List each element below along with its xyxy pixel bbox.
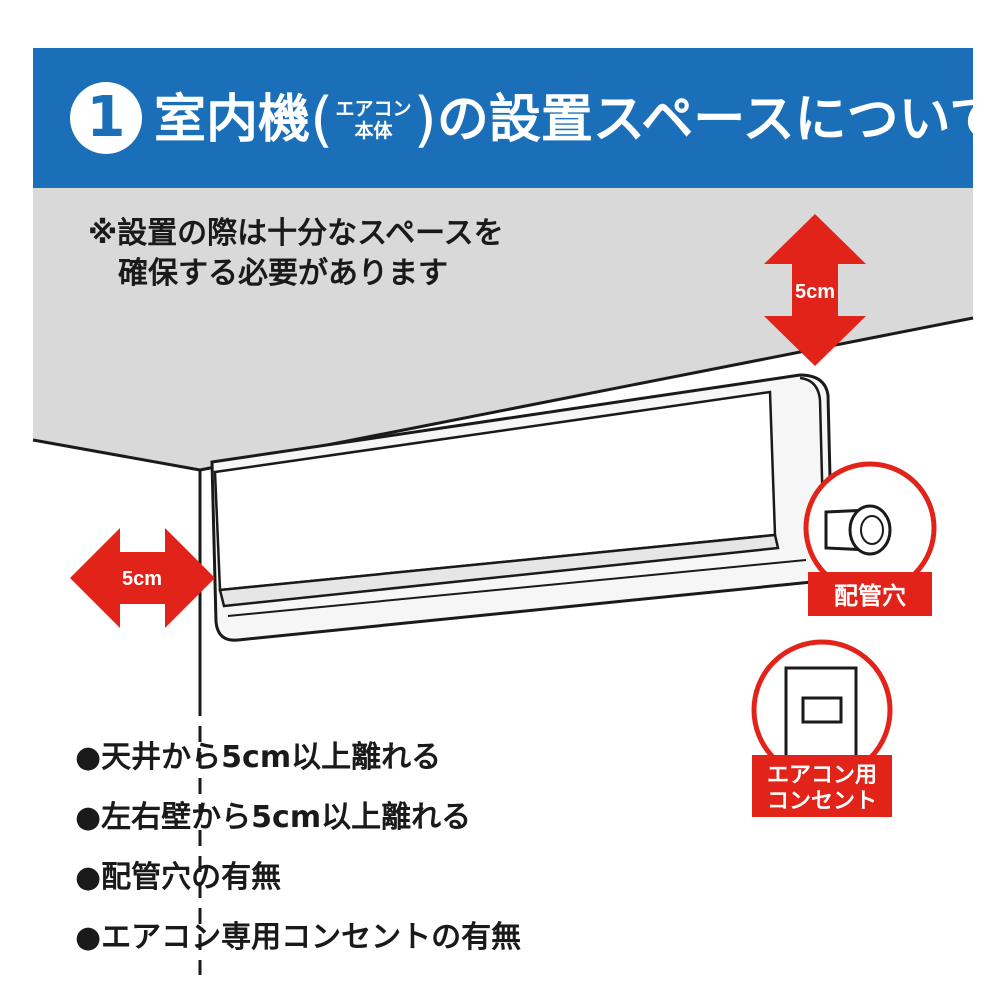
title-sub-top: エアコン <box>335 98 412 120</box>
pipe-hole-callout <box>803 461 937 616</box>
title-sub-bottom: 本体 <box>354 120 393 142</box>
ceiling-area <box>33 188 973 470</box>
header-bar <box>33 48 973 188</box>
title-rest: の設置スペースについて <box>436 90 1000 150</box>
page-title: 室内機 ( エアコン 本体 ) の設置スペースについて <box>154 84 1000 156</box>
outlet-label-line1: エアコン用 <box>767 763 877 788</box>
ceiling-wall-edge <box>32 438 201 472</box>
outlet-label-line2: コンセント <box>767 789 877 814</box>
title-subscript: エアコン 本体 <box>335 98 411 142</box>
requirements-list: ●天井から5cm以上離れる ●左右壁から5cm以上離れる ●配管穴の有無 ●エア… <box>75 728 521 968</box>
pipe-hole-label: 配管穴 <box>834 582 906 610</box>
installation-note: ※設置の際は十分なスペースを 確保する必要があります <box>88 214 504 294</box>
note-line-1: ※設置の際は十分なスペースを <box>88 216 504 251</box>
list-item: ●天井から5cm以上離れる <box>75 740 442 775</box>
top-clearance-label: 5cm <box>795 281 835 303</box>
step-number-badge: 1 <box>70 82 142 154</box>
left-clearance-arrow <box>70 528 215 628</box>
list-item: ●配管穴の有無 <box>75 860 282 895</box>
outlet-socket-icon <box>801 696 843 724</box>
outlet-callout <box>751 639 893 817</box>
title-paren-open: ( <box>310 85 334 155</box>
air-conditioner-unit <box>210 373 834 642</box>
left-clearance-label: 5cm <box>122 568 162 590</box>
title-main: 室内機 <box>154 90 311 150</box>
list-item: ●エアコン専用コンセントの有無 <box>75 920 522 955</box>
title-paren-close: ) <box>413 85 437 155</box>
note-line-2: 確保する必要があります <box>118 256 448 291</box>
list-item: ●左右壁から5cm以上離れる <box>75 800 472 835</box>
top-clearance-arrow <box>764 214 866 366</box>
